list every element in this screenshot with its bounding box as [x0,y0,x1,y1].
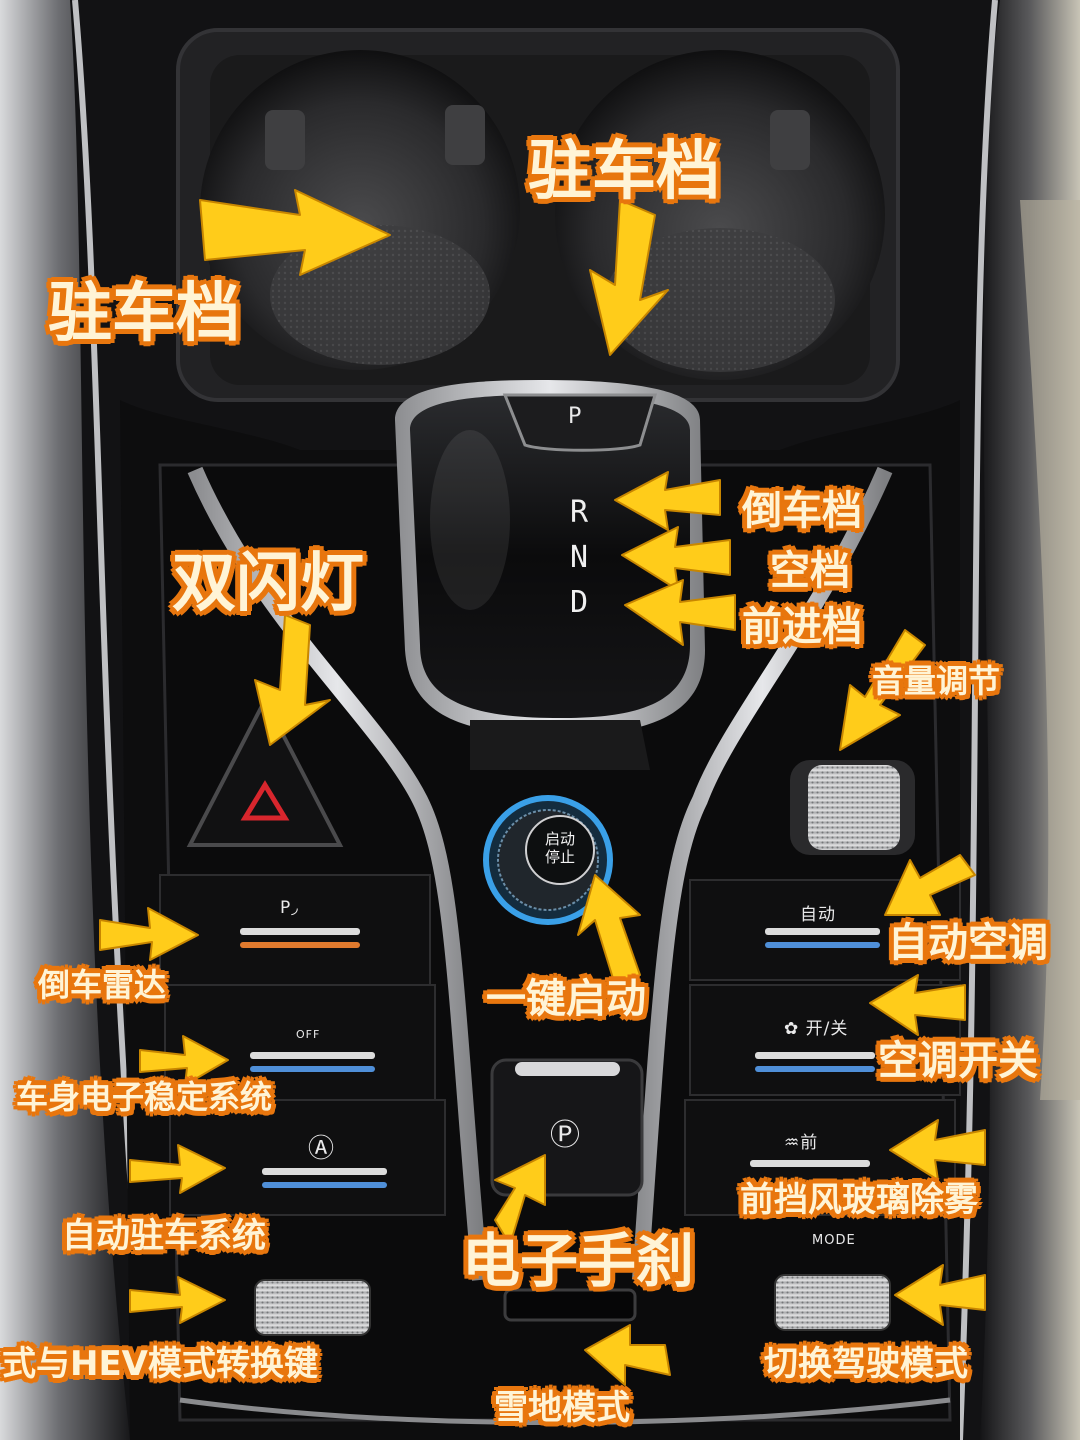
label-one-key-start: 一键启动 [486,976,646,1022]
auto-hold-icon: Ⓐ [308,1134,336,1164]
start-text-line1: 启动 [544,830,575,848]
gear-reverse-letter: R [570,495,601,530]
parking-radar-label: P◞ [280,898,299,918]
label-epb: 电子手刹 [462,1227,695,1295]
label-auto-hold: 自动驻车系统 [62,1216,266,1256]
start-stop-button[interactable]: 启动 停止 [530,830,590,866]
label-volume: 音量调节 [872,662,1001,700]
auto-ac-label: 自动 [800,905,836,925]
label-ev-hev-switch: 式与HEV模式转换键 [2,1344,318,1384]
stop-text-line2: 停止 [544,848,575,866]
label-drive-gear: 前进档 [742,604,862,650]
label-esc: 车身电子稳定系统 [16,1078,273,1116]
label-hazard: 双闪灯 [172,547,364,621]
label-auto-ac: 自动空调 [888,920,1048,966]
gear-drive-letter: D [570,585,601,620]
front-defrost-label: ♒前 [784,1133,819,1153]
label-front-defog: 前挡风玻璃除雾 [740,1180,978,1220]
knob-park-label: P [568,404,583,429]
label-reverse-gear: 倒车档 [742,488,862,534]
epb-icon: Ⓟ [550,1118,581,1153]
label-park-left: 驻车档 [48,277,240,351]
gear-neutral-letter: N [570,540,601,575]
ac-switch-label: ✿ 开/关 [784,1019,849,1039]
label-park-top: 驻车档 [528,135,720,209]
label-reverse-radar: 倒车雷达 [38,966,167,1004]
label-snow-mode: 雪地模式 [494,1388,630,1428]
drive-mode-label: MODE [812,1233,856,1248]
label-neutral: 空档 [770,548,850,594]
label-ac-switch: 空调开关 [878,1038,1038,1084]
label-drive-mode: 切换驾驶模式 [764,1344,968,1384]
esc-off-label: OFF [296,1028,321,1041]
